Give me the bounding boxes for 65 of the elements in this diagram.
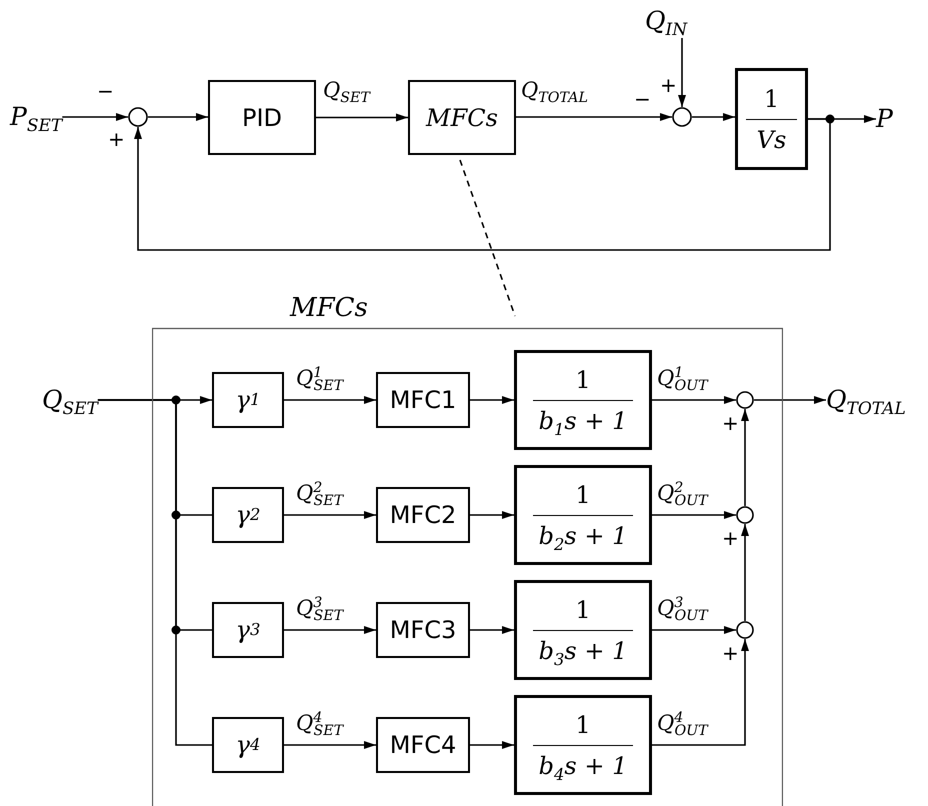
- sign-label: −: [97, 80, 114, 102]
- sign-label: +: [722, 527, 739, 549]
- pid-block: PID: [208, 80, 316, 155]
- arrow: [284, 396, 376, 404]
- edge-label: Q$_{SET}$: [322, 78, 371, 102]
- denominator: b$_{4}$s + 1: [538, 752, 628, 780]
- mfc-block: MFC4: [376, 717, 470, 773]
- mfc-block: MFC3: [376, 602, 470, 658]
- numerator: 1: [575, 710, 591, 738]
- summing-junction: [736, 391, 754, 409]
- transfer-function-block: [514, 695, 652, 795]
- numerator: 1: [575, 596, 591, 624]
- leader-line: [459, 160, 516, 316]
- mfc-block: MFC1: [376, 372, 470, 428]
- arrow: [316, 114, 408, 122]
- arrow: [470, 626, 514, 634]
- arrow: [516, 113, 672, 121]
- arrow: [652, 639, 749, 746]
- arrow: [134, 118, 831, 251]
- arrow: [62, 113, 128, 121]
- arrow: [652, 396, 736, 404]
- numerator: 1: [575, 480, 591, 508]
- transfer-function-block: [514, 465, 652, 565]
- arrow: [741, 409, 749, 506]
- signal-label: Q$_{IN}$: [645, 6, 688, 36]
- arrow: [754, 396, 826, 404]
- edge-label: Q$_{TOTAL}$: [520, 78, 589, 102]
- arrow: [470, 396, 514, 404]
- sign-label: +: [722, 412, 739, 434]
- mfc-block: MFCs: [408, 80, 516, 155]
- arrow: [678, 38, 686, 107]
- sign-label: +: [108, 128, 125, 150]
- numerator: 1: [764, 84, 780, 112]
- denominator: b$_{3}$s + 1: [538, 636, 628, 664]
- arrow: [652, 626, 736, 634]
- arrow: [692, 113, 735, 121]
- sign-label: +: [722, 642, 739, 664]
- signal-label: P$_{SET}$: [10, 102, 62, 132]
- denominator: Vs: [756, 126, 786, 154]
- signal-label: P: [876, 104, 893, 134]
- arrow: [470, 741, 514, 749]
- denominator: b$_{2}$s + 1: [538, 522, 628, 550]
- signal-label: Q$_{TOTAL}$: [826, 385, 906, 415]
- arrow: [284, 741, 376, 749]
- connector-line: [98, 399, 212, 746]
- arrow: [652, 511, 736, 519]
- summing-junction: [736, 506, 754, 524]
- arrow: [470, 511, 514, 519]
- sign-label: +: [660, 74, 677, 96]
- arrow: [741, 524, 749, 621]
- sign-label: −: [634, 88, 651, 110]
- denominator: b$_{1}$s + 1: [538, 406, 628, 434]
- signal-label: Q$_{SET}$: [42, 385, 98, 415]
- arrow: [148, 113, 208, 121]
- transfer-function-block: [735, 68, 808, 170]
- transfer-function-block: [514, 350, 652, 450]
- summing-junction: [128, 107, 148, 127]
- arrow: [284, 626, 376, 634]
- summing-junction: [736, 621, 754, 639]
- arrow: [284, 511, 376, 519]
- group-title: MFCs: [290, 292, 368, 324]
- numerator: 1: [575, 366, 591, 394]
- summing-junction: [672, 107, 692, 127]
- transfer-function-block: [514, 580, 652, 680]
- mfc-block: MFC2: [376, 487, 470, 543]
